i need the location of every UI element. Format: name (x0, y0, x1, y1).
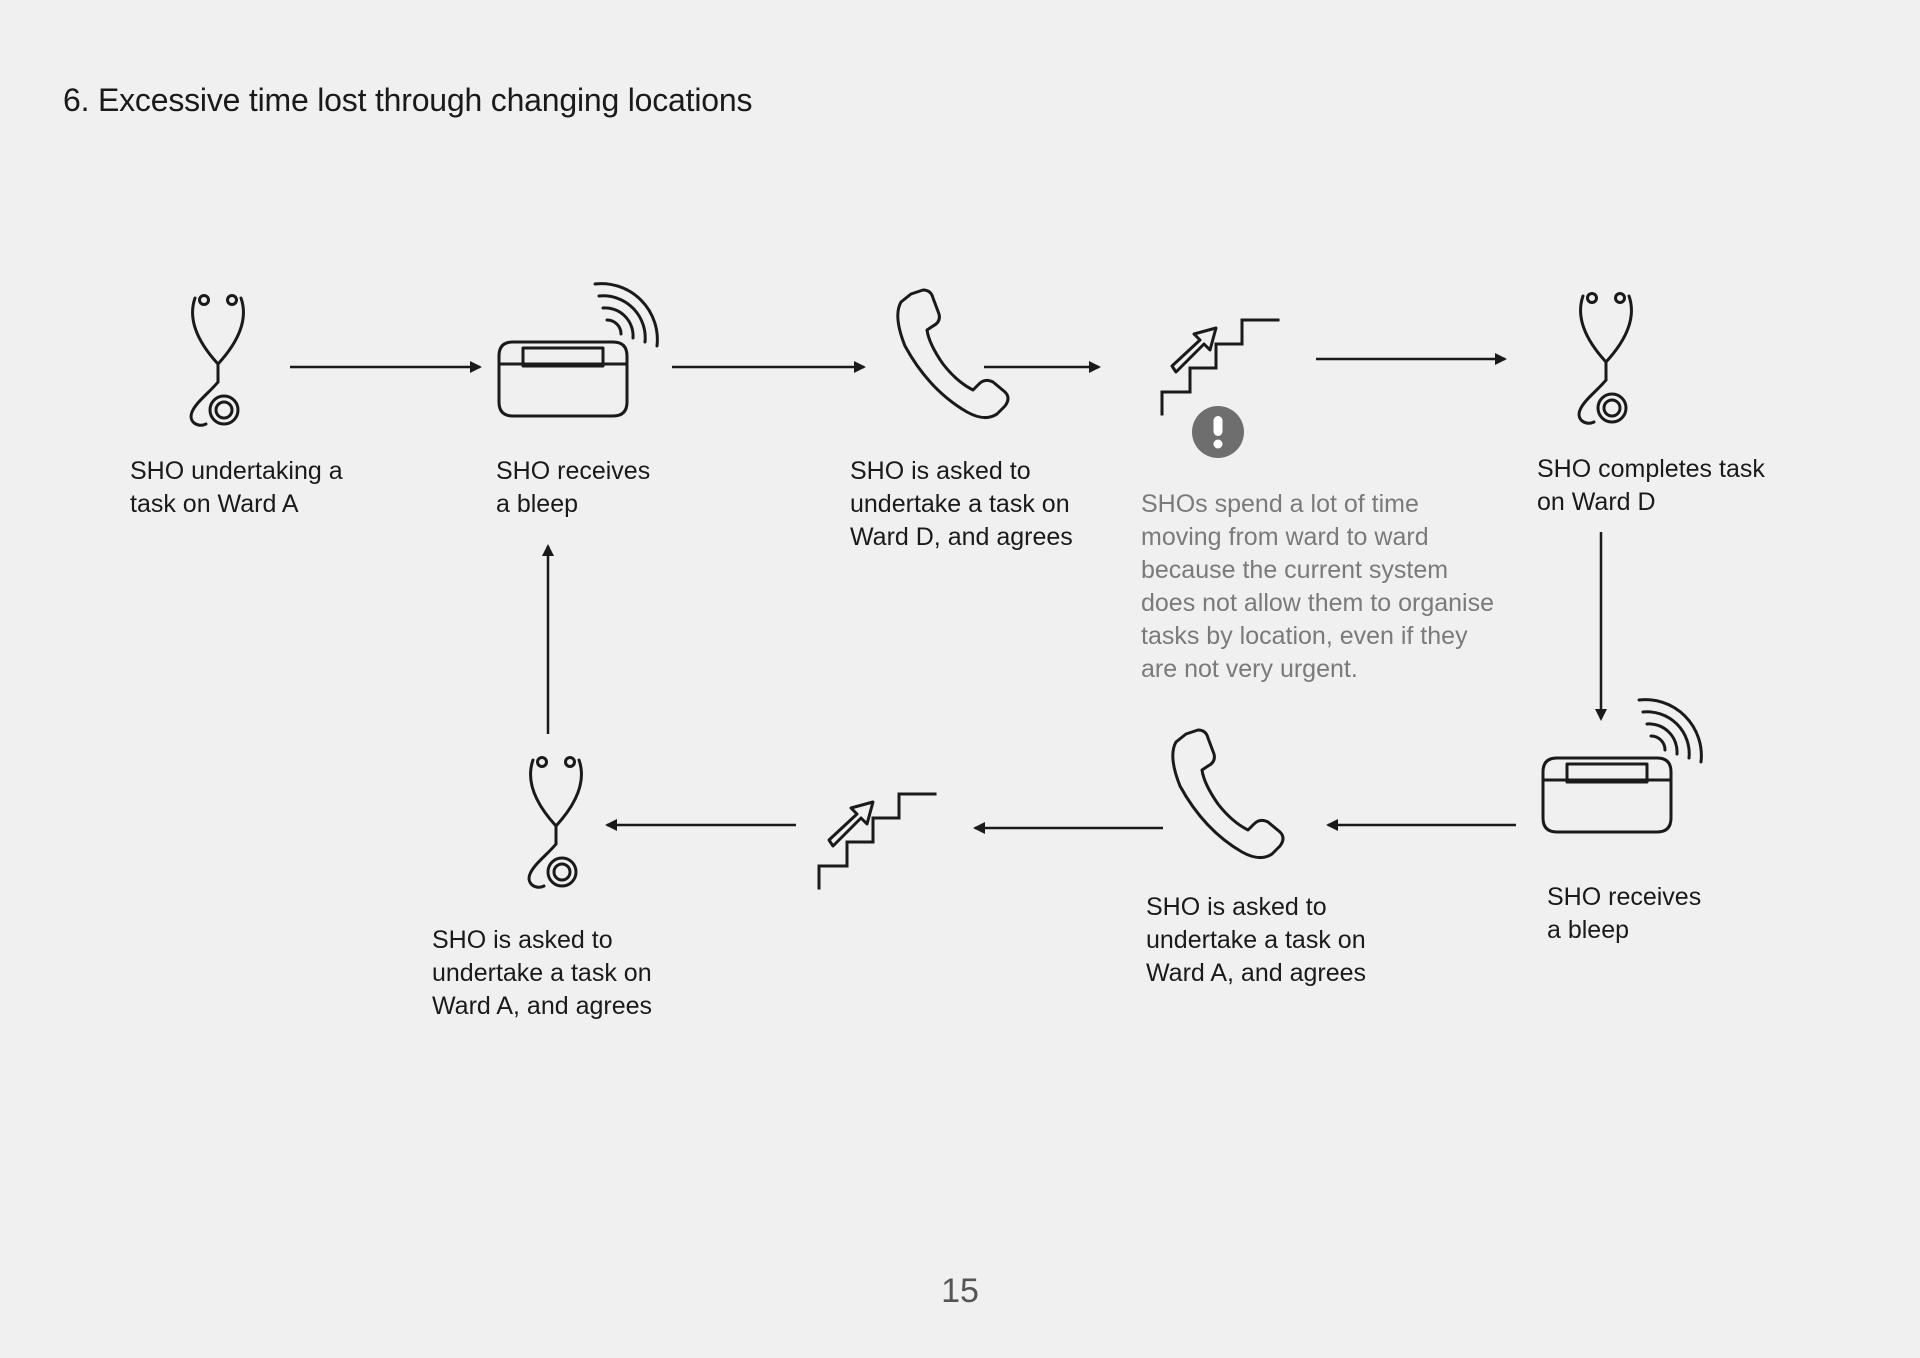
step-label: SHO is asked to undertake a task on Ward… (1146, 893, 1367, 987)
page-title: 6. Excessive time lost through changing … (63, 82, 753, 118)
stairs-icon (817, 792, 937, 890)
step-label: SHO completes task on Ward D (1537, 455, 1765, 516)
step-label: SHO undertaking a task on Ward A (130, 457, 343, 518)
step-label: SHO receives a bleep (496, 457, 651, 518)
step-label: SHO is asked to undertake a task on Ward… (850, 457, 1073, 551)
step-label: SHO is asked to undertake a task on Ward… (432, 926, 653, 1020)
pager-icon (497, 282, 659, 418)
phone-icon (1171, 728, 1285, 860)
page-number: 15 (941, 1272, 979, 1310)
stethoscope-icon (189, 294, 245, 427)
stairs-icon (1160, 318, 1280, 416)
step-label: SHO receives a bleep (1547, 883, 1702, 944)
stethoscope-icon (1577, 292, 1633, 425)
phone-icon (896, 288, 1010, 420)
stethoscope-icon (527, 756, 583, 889)
warning-icon (1192, 406, 1244, 458)
pager-icon (1541, 698, 1703, 834)
note-label: SHOs spend a lot of time moving from war… (1141, 490, 1494, 683)
